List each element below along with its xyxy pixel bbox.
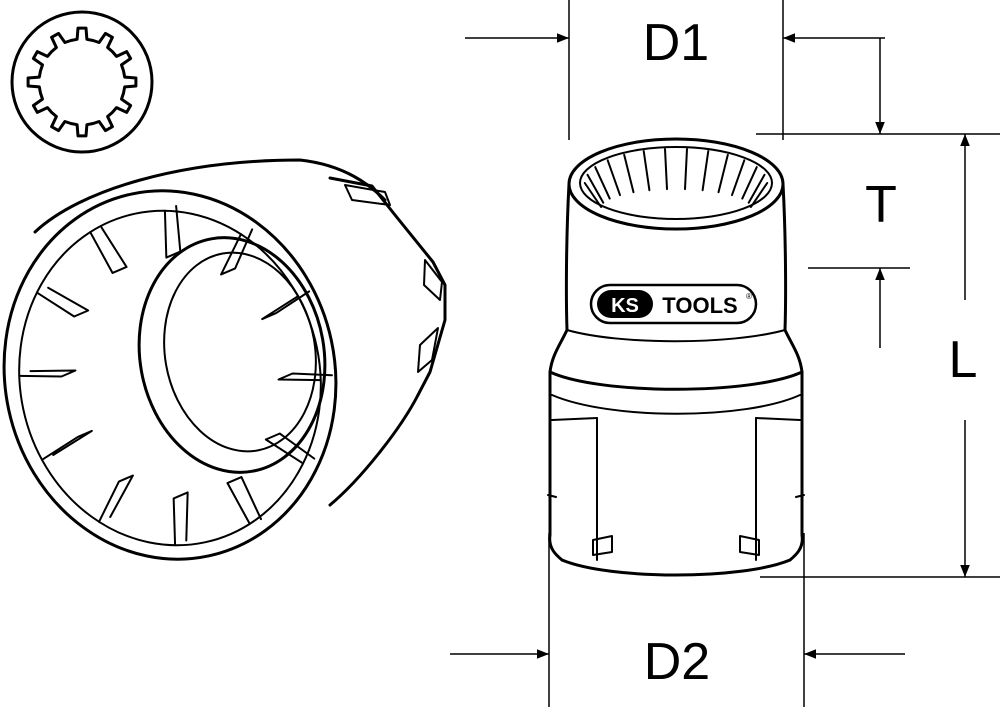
logo-brand: KS xyxy=(611,295,639,317)
internal-spline-line xyxy=(731,159,746,197)
spline-tooth xyxy=(163,204,182,259)
internal-spline-line xyxy=(747,173,766,204)
dimension-label-t: T xyxy=(865,176,897,234)
internal-spline-line xyxy=(606,159,621,197)
internal-spline-line xyxy=(594,166,611,200)
spline-tooth xyxy=(18,369,77,378)
internal-spline-line xyxy=(717,153,729,194)
spline-tooth xyxy=(264,432,316,465)
socket-isometric-icon xyxy=(2,158,447,561)
internal-spline-line xyxy=(583,182,603,208)
internal-spline-line xyxy=(741,166,758,200)
dimension-label-d1: D1 xyxy=(643,14,709,72)
ks-tools-logo: KS TOOLS ® xyxy=(589,283,758,325)
spline-profile-icon xyxy=(10,10,154,154)
spline-tooth xyxy=(261,290,311,321)
spline-tooth xyxy=(172,491,189,547)
internal-spline-line xyxy=(749,182,769,208)
spline-tooth xyxy=(220,228,254,276)
logo-registered: ® xyxy=(746,292,752,301)
spline-tooth xyxy=(277,372,333,382)
socket-side-view-icon: KS TOOLS ® xyxy=(547,137,805,577)
internal-spline-line xyxy=(684,148,688,191)
spline-tooth xyxy=(35,286,90,318)
internal-spline-line xyxy=(623,153,635,194)
internal-spline-line xyxy=(586,173,605,204)
dimension-label-l: L xyxy=(949,331,978,389)
dimension-label-d2: D2 xyxy=(644,633,710,691)
spline-tooth xyxy=(98,474,134,523)
spline-tooth xyxy=(40,429,93,461)
dimension-lines xyxy=(450,0,1000,707)
logo-suffix: TOOLS xyxy=(662,293,737,318)
internal-spline-line xyxy=(701,150,710,192)
internal-spline-line xyxy=(664,148,668,191)
spline-tooth xyxy=(226,476,262,525)
spline-tooth xyxy=(89,226,128,274)
internal-spline-line xyxy=(642,150,651,192)
